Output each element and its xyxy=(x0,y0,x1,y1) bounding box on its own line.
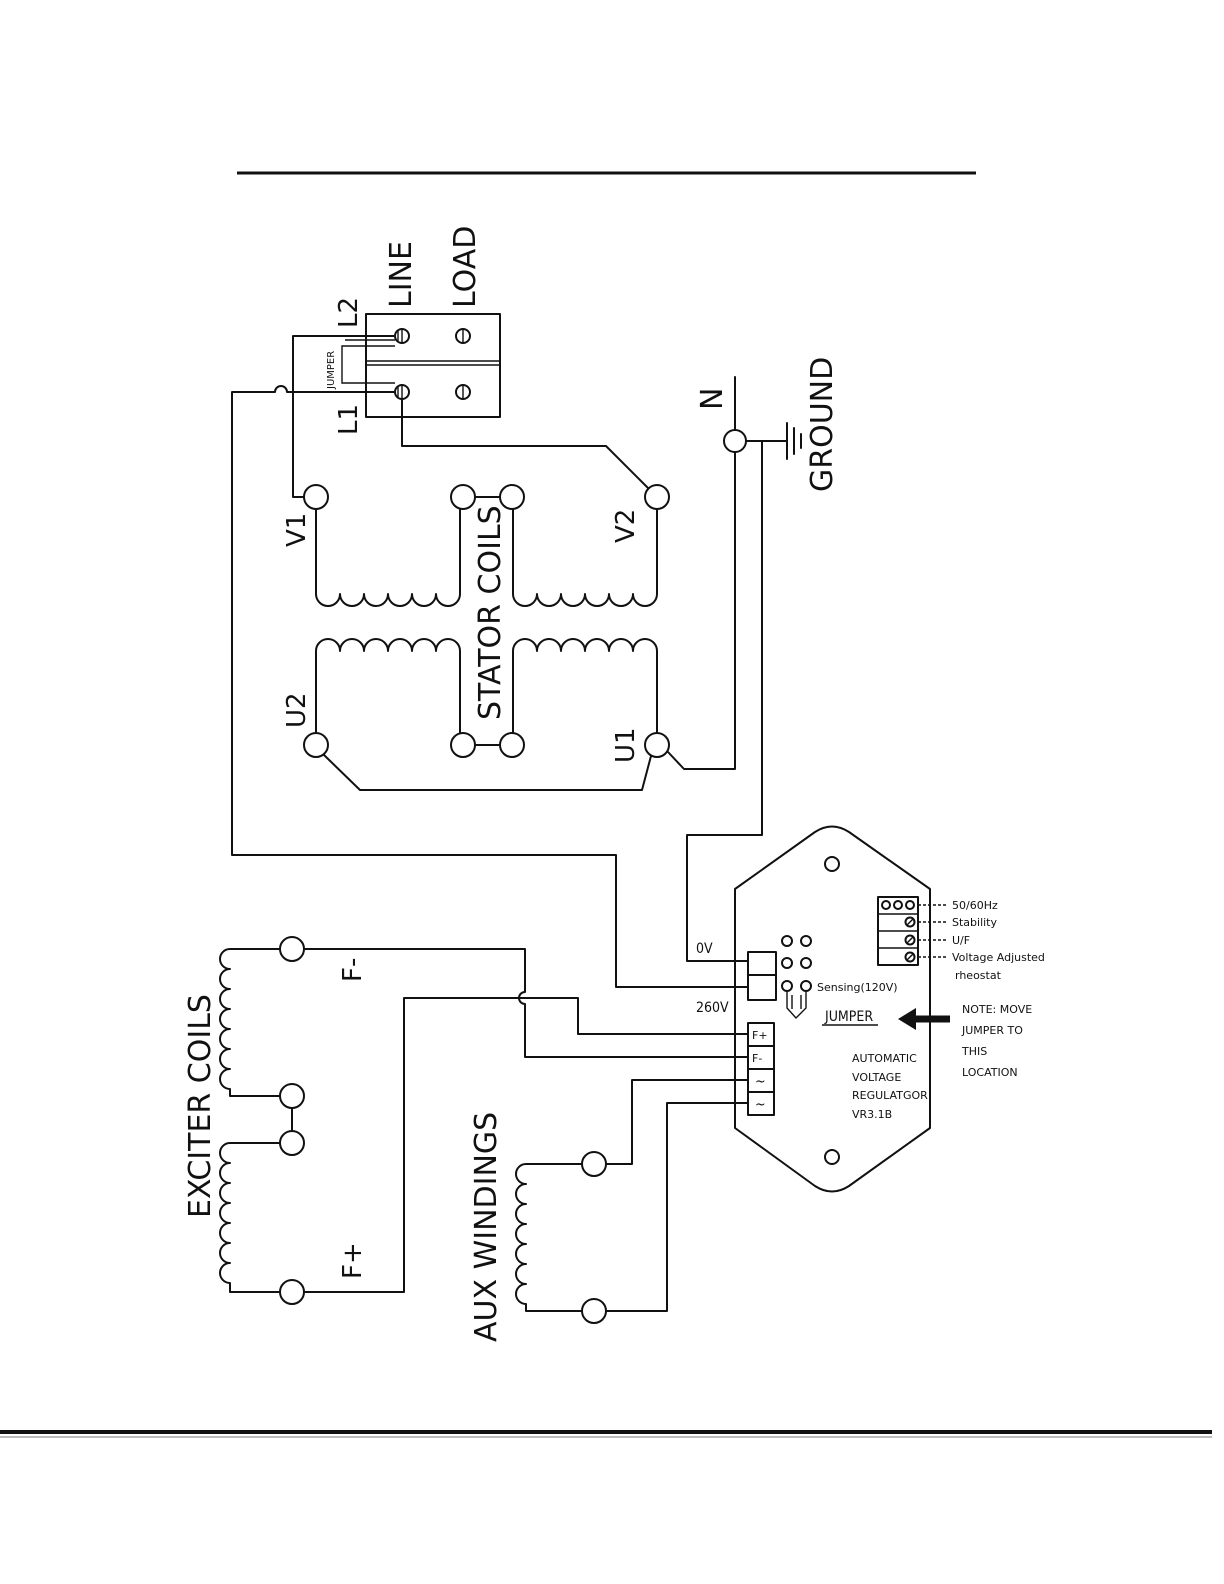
f-plus-label: F+ xyxy=(338,1242,368,1279)
neutral-ground: N GROUND xyxy=(695,357,840,492)
terminal-f-plus: F+ xyxy=(752,1029,768,1042)
stator-mid-terminal-br xyxy=(500,733,524,757)
aux-title: AUX WINDINGS xyxy=(469,1112,504,1342)
note-line-2: JUMPER TO xyxy=(961,1024,1023,1037)
load-screw-bottom xyxy=(456,385,470,399)
input-terminal-0v xyxy=(748,952,776,975)
u2-terminal xyxy=(304,733,328,757)
wire-u2-to-u1 xyxy=(324,755,651,790)
adjust-label-voltage: Voltage Adjusted xyxy=(952,951,1045,964)
note-line-4: LOCATION xyxy=(962,1066,1018,1079)
aux-terminal-bottom xyxy=(582,1299,606,1323)
avr-name-line-3: REGULATGOR xyxy=(852,1089,928,1102)
note-line-3: THIS xyxy=(961,1045,987,1058)
avr-name-line-1: AUTOMATIC xyxy=(852,1052,917,1065)
terminal-ac-1: ~ xyxy=(755,1074,766,1090)
jumper-shape xyxy=(787,991,806,1018)
terminal-f-minus: F- xyxy=(752,1052,762,1065)
line-label: LINE xyxy=(384,241,419,308)
v1-label: V1 xyxy=(282,513,312,547)
exciter-title: EXCITER COILS xyxy=(183,994,218,1218)
wire-aux-bottom-to-avr xyxy=(606,1103,748,1311)
load-label: LOAD xyxy=(448,226,483,308)
sensing-label: Sensing(120V) xyxy=(817,981,898,994)
stator-mid-terminal-bl xyxy=(451,733,475,757)
adjust-label-hz: 50/60Hz xyxy=(952,899,998,912)
neutral-terminal xyxy=(724,430,746,452)
avr-mount-hole-top xyxy=(825,857,839,871)
jumper-note: NOTE: MOVE JUMPER TO THIS LOCATION xyxy=(898,1003,1032,1079)
u1-terminal xyxy=(645,733,669,757)
aux-windings: AUX WINDINGS xyxy=(469,1112,606,1342)
exciter-coils: EXCITER COILS F- F+ xyxy=(183,937,368,1304)
adjust-label-uf: U/F xyxy=(952,934,970,947)
load-screw-top xyxy=(456,329,470,343)
sensing-pin-b xyxy=(801,981,811,991)
ground-label: GROUND xyxy=(805,357,840,492)
adjust-label-rheostat: rheostat xyxy=(955,969,1002,982)
avr-model: VR3.1B xyxy=(852,1108,892,1121)
wire-l1-to-v2 xyxy=(402,399,648,488)
l2-screw xyxy=(395,329,409,343)
f-plus-terminal xyxy=(280,1280,304,1304)
jumper-label: JUMPER xyxy=(326,351,337,390)
note-arrow-icon xyxy=(898,1008,916,1030)
wire-f-minus-to-avr xyxy=(304,949,748,1057)
aux-terminal-top xyxy=(582,1152,606,1176)
f-minus-label: F- xyxy=(338,958,368,982)
note-line-1: NOTE: MOVE xyxy=(962,1003,1032,1016)
avr-terminal-strip: F+ F- ~ ~ xyxy=(748,1023,774,1115)
v2-terminal xyxy=(645,485,669,509)
avr-name-line-2: VOLTAGE xyxy=(852,1071,901,1084)
l1-label: L1 xyxy=(334,404,364,435)
line-load-connector: JUMPER LINE LOAD L2 L1 xyxy=(326,226,500,435)
adjustment-block: 50/60Hz Stability U/F Voltage Adjusted r… xyxy=(878,897,1045,982)
avr-jumper-label: JUMPER xyxy=(824,1009,873,1025)
stator-mid-terminal-tl xyxy=(451,485,475,509)
l1-screw xyxy=(395,385,409,399)
sensing-pin-a xyxy=(782,981,792,991)
v2-label: V2 xyxy=(611,509,641,543)
v260-label: 260V xyxy=(696,1000,729,1016)
exciter-mid-terminal-a xyxy=(280,1084,304,1108)
zero-v-label: 0V xyxy=(696,941,713,957)
n-label: N xyxy=(695,388,730,410)
u1-label: U1 xyxy=(611,727,641,763)
wire-ground-to-avr-0v xyxy=(687,441,762,961)
stator-coils: STATOR COILS V1 V2 U2 U1 xyxy=(282,485,669,790)
adjust-label-stability: Stability xyxy=(952,916,998,929)
terminal-ac-2: ~ xyxy=(755,1097,766,1113)
v1-terminal xyxy=(304,485,328,509)
u2-label: U2 xyxy=(282,692,312,728)
avr-mount-hole-bottom xyxy=(825,1150,839,1164)
f-minus-terminal xyxy=(280,937,304,961)
stator-coil-v1 xyxy=(316,509,460,606)
wire-neutral-to-u1 xyxy=(668,452,735,769)
wire-aux-top-to-avr xyxy=(606,1080,748,1164)
stator-title: STATOR COILS xyxy=(473,505,508,720)
stator-coil-u1 xyxy=(513,639,657,733)
exciter-mid-terminal-b xyxy=(280,1131,304,1155)
stator-coil-u2 xyxy=(316,639,460,733)
input-terminal-260v xyxy=(748,975,776,1000)
l2-label: L2 xyxy=(334,297,364,328)
